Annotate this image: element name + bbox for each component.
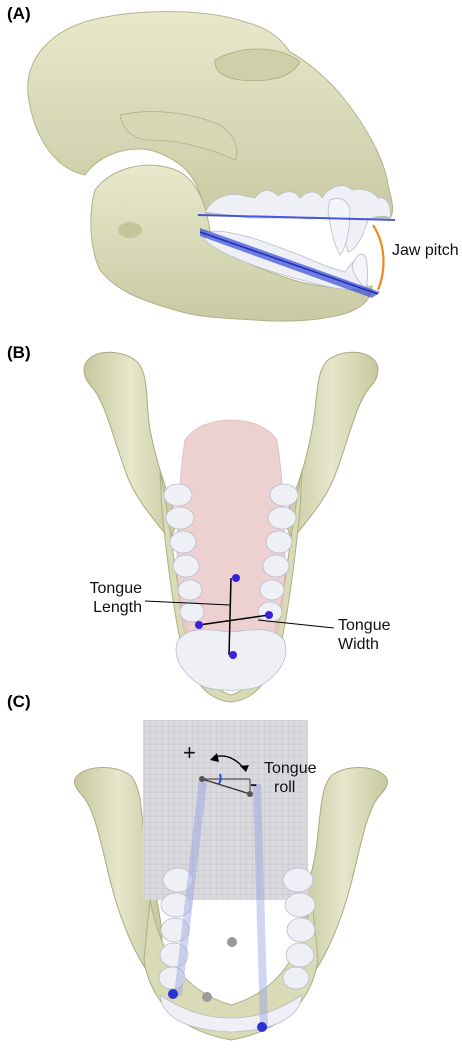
marker-tip [232,574,240,582]
marker-right [265,611,273,619]
skull-illustration [28,12,393,322]
marker-left [195,621,203,629]
tongue-roll-line1: Tongue [264,760,317,777]
jaw-pitch-label: Jaw pitch [392,241,459,260]
tongue-length-line2: Length [93,599,142,616]
tongue-length-label: Tongue Length [80,579,142,617]
gray-marker-upper [227,937,237,947]
blue-marker-left [168,989,178,999]
tongue-width-line1: Tongue [338,617,391,634]
front-teeth-b [176,630,286,691]
tongue-width-label: Tongue Width [338,616,391,654]
mandible-foramen [118,222,142,238]
blue-marker-right [257,1022,267,1032]
marker-base [229,651,237,659]
tongue-roll-label: Tongue roll [264,759,317,797]
gray-marker-lower [202,992,212,1002]
tongue-width-line2: Width [338,636,379,653]
mandible-top-view [84,352,378,702]
roll-minus-sign: - [250,774,257,793]
jaw-pitch-arc [373,225,383,290]
roll-plus-sign: + [183,743,196,762]
tongue-length-line1: Tongue [90,580,143,597]
tongue-roll-line2: roll [264,779,295,796]
